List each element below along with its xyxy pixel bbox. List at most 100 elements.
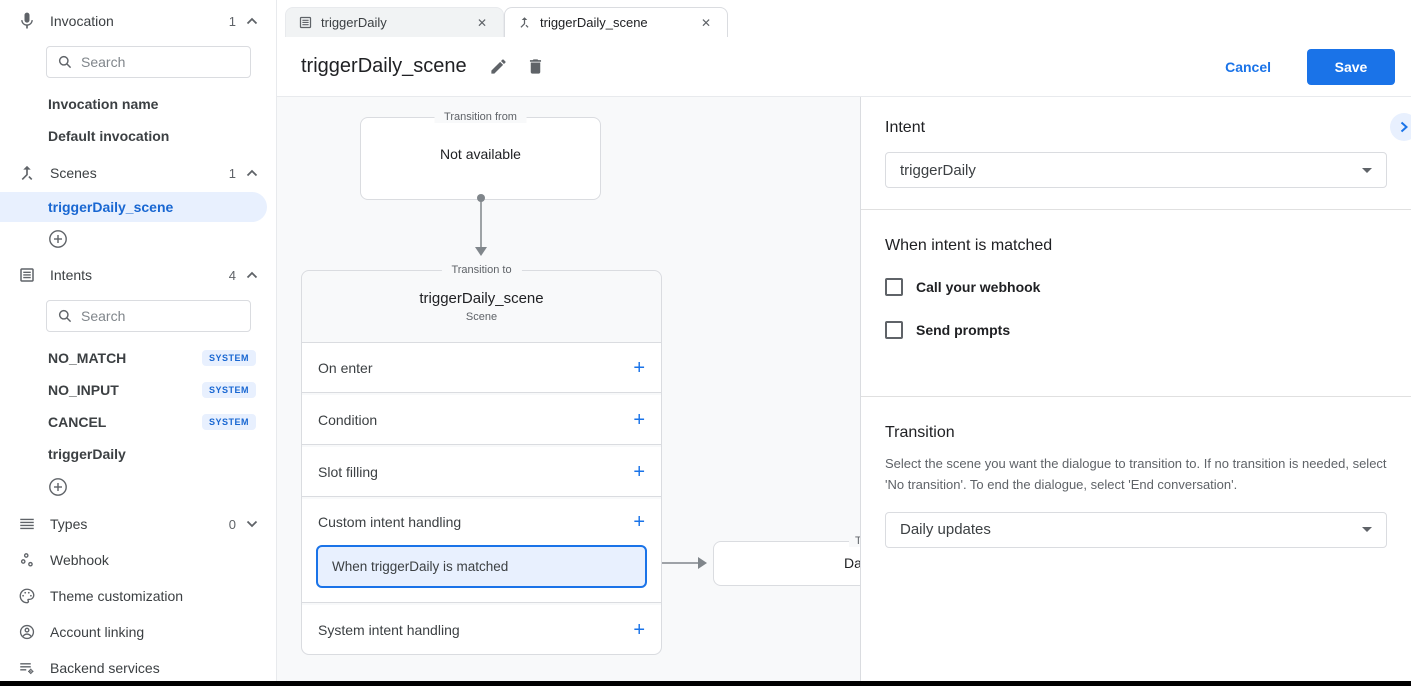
webhook-icon [16, 551, 38, 569]
daily-updates-box[interactable]: Tr Dail [713, 535, 860, 586]
main-area: triggerDaily ✕ triggerDaily_scene ✕ trig… [277, 0, 1411, 681]
sidebar-item-triggerdaily-scene[interactable]: triggerDaily_scene [0, 192, 267, 222]
palette-icon [16, 587, 38, 605]
transition-dropdown[interactable]: Daily updates [885, 511, 1387, 548]
cancel-button[interactable]: Cancel [1225, 58, 1271, 75]
close-icon[interactable]: ✕ [700, 15, 711, 30]
section-count: 0 [228, 516, 236, 532]
sidebar-item-no-match[interactable]: NO_MATCH SYSTEM [0, 342, 276, 374]
tab-strip: triggerDaily ✕ triggerDaily_scene ✕ [277, 0, 1411, 37]
dropdown-caret-icon [1362, 167, 1372, 173]
on-enter-section: On enter + [302, 343, 661, 393]
partial-box-legend: Tr [849, 535, 860, 547]
tab-label: triggerDaily [321, 15, 387, 30]
search-icon [57, 54, 73, 70]
search-input[interactable] [81, 308, 231, 324]
scene-icon [517, 15, 532, 30]
item-label: Theme customization [50, 588, 184, 604]
save-button[interactable]: Save [1307, 48, 1395, 85]
intent-list-icon [298, 15, 313, 30]
checkbox-unchecked-icon[interactable] [885, 278, 903, 296]
chevron-up-icon[interactable] [246, 271, 258, 279]
scene-flow-canvas: Transition from Not available Transition… [277, 97, 860, 681]
handler-label: When triggerDaily is matched [332, 559, 509, 574]
add-on-enter-button[interactable]: + [633, 356, 645, 379]
close-icon[interactable]: ✕ [476, 15, 487, 30]
call-webhook-checkbox-row[interactable]: Call your webhook [885, 278, 1387, 296]
row-label: System intent handling [318, 621, 460, 638]
sidebar: Invocation 1 Invocation name Default inv… [0, 0, 277, 681]
collapse-panel-button[interactable] [1390, 113, 1411, 141]
chevron-up-icon[interactable] [246, 169, 258, 177]
row-label: Condition [318, 411, 378, 428]
tab-triggerdaily[interactable]: triggerDaily ✕ [285, 7, 504, 37]
intent-list-icon [16, 266, 38, 284]
intents-search[interactable] [46, 300, 251, 332]
checkbox-unchecked-icon[interactable] [885, 321, 903, 339]
item-label: CANCEL [48, 414, 107, 430]
sidebar-item-invocation-name[interactable]: Invocation name [0, 88, 276, 120]
item-label: Webhook [50, 552, 109, 568]
sidebar-item-no-input[interactable]: NO_INPUT SYSTEM [0, 374, 276, 406]
add-slot-button[interactable]: + [633, 460, 645, 483]
system-intent-handling-section: System intent handling + [302, 605, 661, 654]
transition-heading: Transition [885, 424, 955, 441]
section-label: Types [50, 516, 88, 532]
sidebar-section-invocation[interactable]: Invocation 1 [0, 4, 276, 38]
sidebar-section-types[interactable]: Types 0 [0, 506, 276, 542]
item-label: Default invocation [48, 128, 170, 144]
backend-services-icon [16, 659, 38, 677]
tab-label: triggerDaily_scene [540, 15, 648, 30]
slot-filling-section: Slot filling + [302, 447, 661, 497]
page-header: triggerDaily_scene Cancel Save [277, 37, 1411, 97]
sidebar-item-theme-customization[interactable]: Theme customization [0, 578, 276, 614]
sidebar-item-account-linking[interactable]: Account linking [0, 614, 276, 650]
system-badge: SYSTEM [201, 382, 256, 398]
section-label: Invocation [50, 13, 114, 29]
transition-to-legend: Transition to [441, 264, 522, 276]
section-count: 1 [228, 165, 236, 181]
transition-from-legend: Transition from [434, 111, 527, 123]
add-condition-button[interactable]: + [633, 408, 645, 431]
intent-heading: Intent [885, 119, 926, 136]
delete-icon[interactable] [526, 57, 545, 76]
sidebar-section-scenes[interactable]: Scenes 1 [0, 156, 276, 190]
checkbox-label: Call your webhook [916, 279, 1041, 295]
sidebar-item-default-invocation[interactable]: Default invocation [0, 120, 276, 152]
chevron-up-icon[interactable] [246, 17, 258, 25]
row-label: On enter [318, 359, 373, 376]
add-intent-button[interactable] [0, 472, 276, 502]
transition-to-card: Transition to triggerDaily_scene Scene O… [301, 264, 662, 655]
transition-from-box[interactable]: Transition from Not available [360, 111, 601, 200]
sidebar-section-intents[interactable]: Intents 4 [0, 258, 276, 292]
scene-card-header: triggerDaily_scene Scene [302, 271, 661, 343]
row-label: Custom intent handling [318, 514, 462, 530]
selected-scene-label: triggerDaily_scene [48, 199, 174, 215]
invocation-search[interactable] [46, 46, 251, 78]
intent-dropdown[interactable]: triggerDaily [885, 152, 1387, 188]
chevron-down-icon[interactable] [246, 520, 258, 528]
edit-icon[interactable] [489, 57, 508, 76]
condition-section: Condition + [302, 395, 661, 445]
system-badge: SYSTEM [201, 414, 256, 430]
bottom-edge-bar [0, 681, 1411, 686]
add-intent-handler-button[interactable]: + [633, 511, 645, 533]
page-title: triggerDaily_scene [301, 55, 467, 77]
add-scene-button[interactable] [0, 224, 276, 254]
sidebar-item-cancel[interactable]: CANCEL SYSTEM [0, 406, 276, 438]
add-system-intent-button[interactable]: + [633, 618, 645, 641]
when-matched-heading: When intent is matched [885, 237, 1053, 254]
sidebar-item-backend-services[interactable]: Backend services [0, 650, 276, 681]
search-input[interactable] [81, 54, 231, 70]
selected-intent-handler[interactable]: When triggerDaily is matched [316, 545, 647, 588]
row-label: Slot filling [318, 463, 378, 480]
item-label: Backend services [50, 660, 160, 676]
intent-section: Intent triggerDaily [861, 97, 1411, 210]
sidebar-item-webhook[interactable]: Webhook [0, 542, 276, 578]
send-prompts-checkbox-row[interactable]: Send prompts [885, 321, 1387, 339]
when-matched-section: When intent is matched Call your webhook… [861, 210, 1411, 397]
sidebar-item-triggerdaily[interactable]: triggerDaily [0, 438, 276, 470]
transition-dropdown-value: Daily updates [900, 521, 991, 539]
scene-icon [16, 163, 38, 183]
tab-triggerdaily-scene[interactable]: triggerDaily_scene ✕ [504, 7, 728, 37]
